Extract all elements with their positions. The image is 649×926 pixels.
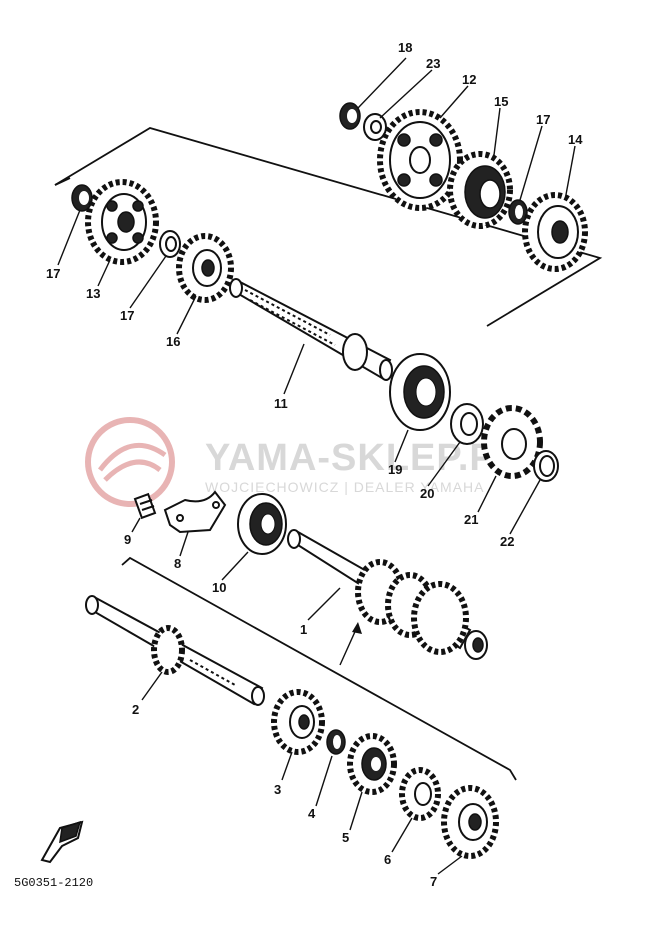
- gear-5: [347, 733, 397, 795]
- label-4: 4: [308, 806, 316, 821]
- gear-16: [176, 233, 234, 303]
- label-5: 5: [342, 830, 349, 845]
- front-direction-arrow-icon: [40, 820, 84, 864]
- circlip-17-left: [71, 184, 93, 212]
- main-axle-assembly-1: [287, 529, 488, 660]
- label-21: 21: [464, 512, 478, 527]
- diagram-code: 5G0351-2120: [14, 876, 93, 890]
- sprocket-21: [481, 405, 543, 479]
- label-19: 19: [388, 462, 402, 477]
- leader-lines: [57, 57, 576, 875]
- part-number-labels: 18 23 12 15 17 14 17 13 17 16 11 19 20 2…: [46, 40, 583, 889]
- gear-7: [441, 785, 499, 859]
- washer-18: [339, 102, 361, 130]
- label-22: 22: [500, 534, 514, 549]
- bearing-10: [237, 493, 287, 555]
- label-11: 11: [274, 396, 288, 411]
- label-17-middle: 17: [120, 308, 134, 323]
- gear-15: [447, 151, 513, 229]
- label-23: 23: [426, 56, 440, 71]
- washer-23: [363, 113, 387, 141]
- label-8: 8: [174, 556, 181, 571]
- label-10: 10: [212, 580, 226, 595]
- watermark-tagline: WOJCIECHOWICZ | DEALER YAMAHA: [205, 479, 484, 495]
- label-2: 2: [132, 702, 139, 717]
- gear-3: [271, 689, 325, 755]
- plate-8: [163, 490, 227, 534]
- gear-6: [399, 767, 441, 821]
- label-16: 16: [166, 334, 180, 349]
- label-15: 15: [494, 94, 508, 109]
- gear-14: [522, 192, 588, 272]
- label-12: 12: [462, 72, 476, 87]
- gear-13: [85, 179, 159, 265]
- main-shaft-2: [85, 595, 265, 706]
- label-14: 14: [568, 132, 583, 147]
- label-20: 20: [420, 486, 434, 501]
- lower-assembly-bracket: [121, 556, 517, 781]
- bearing-19: [389, 353, 451, 431]
- collar-20: [450, 403, 484, 445]
- circlip-17-middle: [159, 230, 181, 258]
- washer-4: [326, 729, 346, 755]
- watermark-logo-icon: [85, 417, 175, 507]
- label-6: 6: [384, 852, 391, 867]
- label-1: 1: [300, 622, 307, 637]
- label-13: 13: [86, 286, 100, 301]
- circlip-17-upper: [508, 199, 528, 225]
- circlip-22: [533, 450, 559, 482]
- countershaft-11: [229, 278, 393, 381]
- label-9: 9: [124, 532, 131, 547]
- label-17-upper: 17: [536, 112, 550, 127]
- label-17-left: 17: [46, 266, 60, 281]
- upper-assembly-frame: [54, 127, 603, 327]
- label-7: 7: [430, 874, 437, 889]
- label-18: 18: [398, 40, 412, 55]
- label-3: 3: [274, 782, 281, 797]
- bolt-9: [133, 492, 157, 520]
